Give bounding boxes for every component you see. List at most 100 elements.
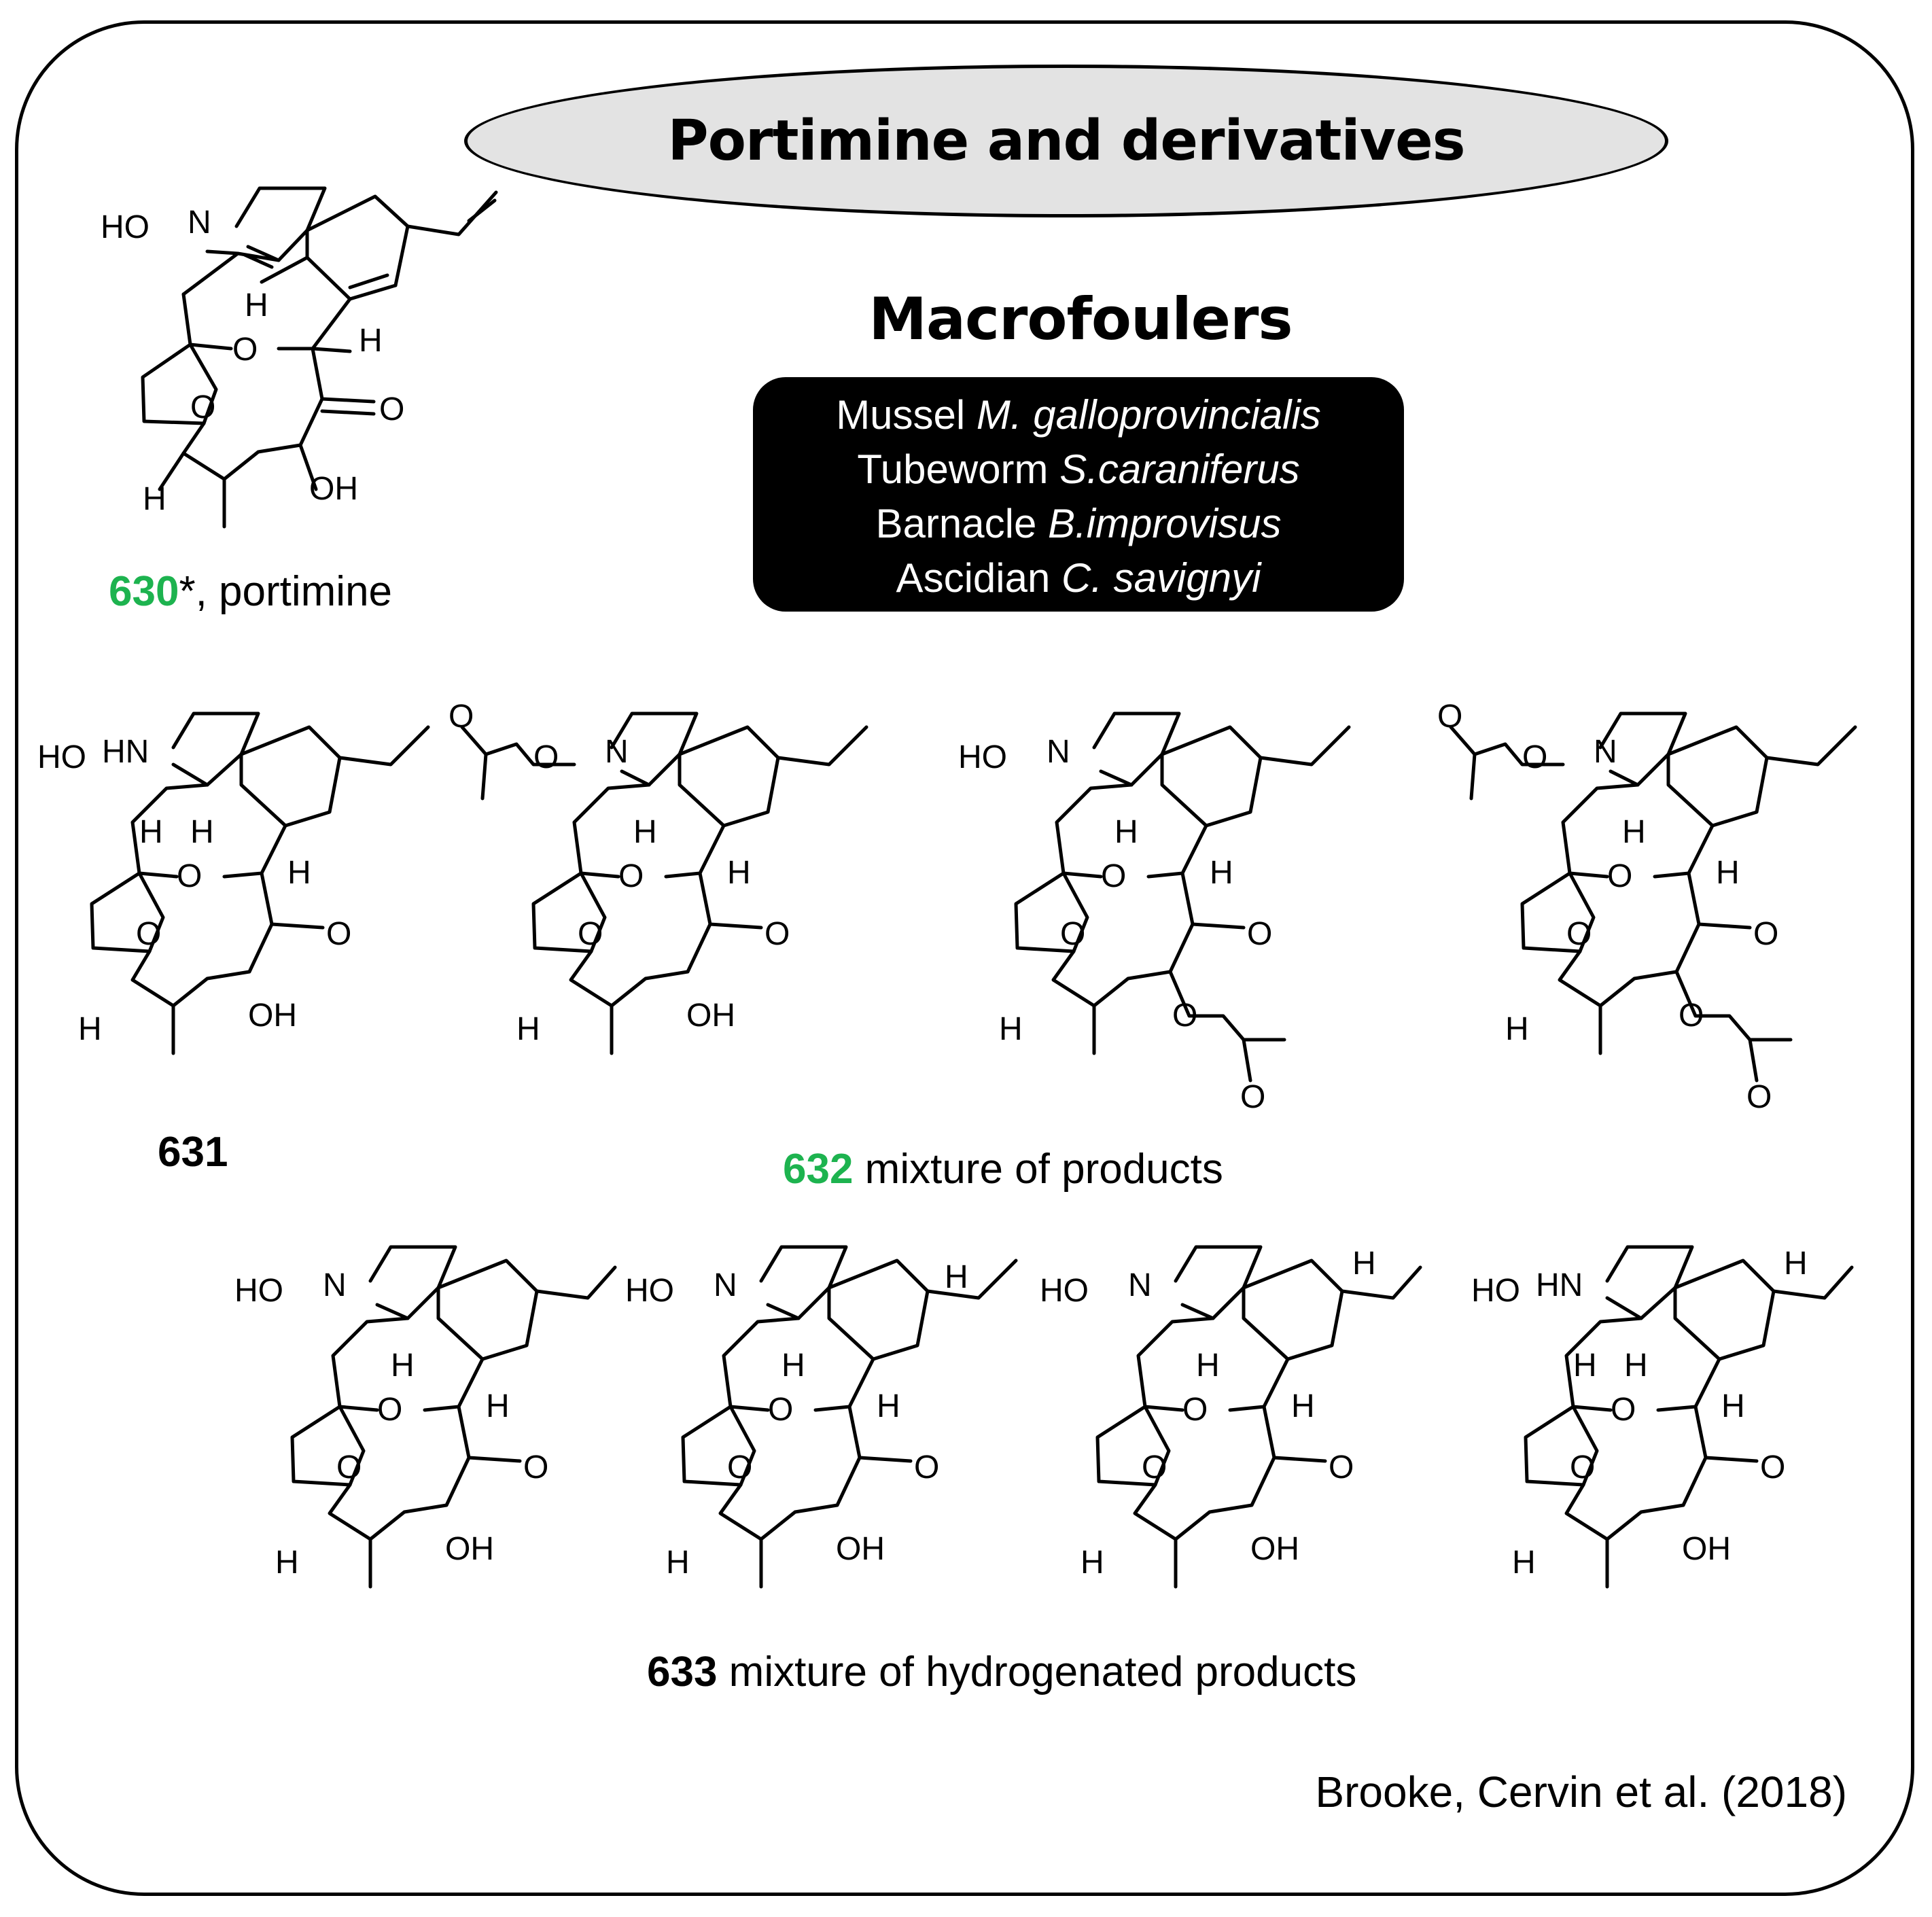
bond [1605, 1296, 1643, 1320]
bond [531, 783, 651, 953]
bond [368, 1245, 457, 1290]
bond [1174, 1245, 1263, 1290]
atom-label: H [1196, 1348, 1220, 1384]
bond [610, 711, 699, 756]
bond [181, 251, 240, 296]
bond [1061, 871, 1103, 879]
bond [1168, 970, 1286, 1042]
bond [222, 824, 287, 879]
atom-label: O [768, 1392, 793, 1428]
bond [480, 752, 488, 801]
atom-label: O [326, 916, 351, 952]
atom-label: HO [1040, 1273, 1089, 1309]
bond [678, 725, 780, 828]
atom-label: O [336, 1449, 362, 1485]
atom-label: O [1437, 699, 1462, 735]
bond [311, 347, 324, 401]
label-632: 632 mixture of products [783, 1146, 1223, 1193]
bond [305, 194, 410, 232]
bond [1160, 725, 1263, 828]
structure-632c: O O N H O H O O H O O [1437, 699, 1857, 1115]
atom-label: H [999, 1011, 1023, 1047]
atom-label: H [287, 855, 311, 891]
atom-label: H [666, 1545, 690, 1581]
bond [926, 1259, 1018, 1300]
atom-label: HO [101, 209, 150, 245]
bond [436, 1259, 539, 1361]
structure-630: HO N H O H O O H OH [101, 186, 498, 529]
bond [298, 443, 318, 491]
structure-633a: HO N H O H O O H OH [234, 1245, 617, 1589]
bond [467, 198, 497, 223]
bond [858, 1456, 913, 1463]
atom-label: H [877, 1388, 900, 1424]
atom-label: H [245, 287, 268, 323]
bond [1748, 1038, 1759, 1083]
atom-label: H [781, 1348, 805, 1384]
bond [796, 1286, 831, 1320]
atom-label: H [1512, 1545, 1536, 1581]
bond [1014, 783, 1134, 953]
bond [1180, 1303, 1215, 1320]
bond [1673, 1259, 1776, 1361]
atom-label: O [618, 858, 644, 894]
bond [205, 752, 243, 787]
atom-label: N [188, 205, 211, 241]
macrofoulers-heading: Macrofoulers [868, 285, 1293, 353]
bond [1242, 1259, 1344, 1361]
bond [1146, 824, 1208, 879]
atom-label: H [1352, 1246, 1376, 1282]
atom-label: H [143, 481, 166, 517]
bond [234, 186, 327, 232]
atom-label: H [190, 814, 214, 850]
bond [1099, 769, 1134, 787]
bond [1605, 1245, 1694, 1290]
atom-label: H [727, 855, 751, 891]
atom-label: O [1760, 1449, 1785, 1485]
atom-label: H [1624, 1348, 1648, 1384]
bond [90, 783, 209, 953]
bond [1639, 1286, 1677, 1320]
bond [1653, 824, 1715, 879]
atom-label: O [765, 916, 790, 952]
atom-label: O [1240, 1079, 1265, 1115]
atom-label: O [136, 916, 161, 952]
atom-label: OH [686, 998, 735, 1034]
bond [827, 1259, 930, 1361]
bond [467, 1456, 522, 1463]
atom-label: HO [958, 739, 1007, 775]
bond [1143, 1405, 1184, 1412]
label-631: 631 [158, 1129, 228, 1176]
bond [1259, 725, 1351, 767]
atom-label: O [1142, 1449, 1167, 1485]
atom-label: O [1679, 998, 1704, 1034]
bond [1095, 1316, 1215, 1487]
atom-label: N [714, 1267, 737, 1303]
bond [158, 451, 186, 491]
title-banner: Portimine and derivatives [464, 65, 1668, 217]
bond [1242, 1038, 1252, 1083]
atom-label: O [1611, 1392, 1636, 1428]
atom-label: O [1522, 739, 1547, 775]
atom-label: O [533, 739, 559, 775]
atom-label: H [1505, 1011, 1529, 1047]
atom-label: OH [309, 471, 358, 507]
atom-label: N [323, 1267, 347, 1303]
bond [188, 342, 233, 351]
atom-label: O [1060, 916, 1085, 952]
atom-label: H [78, 1011, 102, 1047]
atom-label: O [914, 1449, 939, 1485]
structure-632a: O O N H O H O O H OH [449, 699, 868, 1055]
atom-label: HN [1536, 1267, 1583, 1303]
bond [1636, 752, 1670, 787]
structure-631: HO HN H H O H O O H OH [37, 711, 430, 1055]
atom-label: O [1247, 916, 1272, 952]
bond [320, 409, 376, 416]
bond [664, 824, 726, 879]
bond [1765, 725, 1857, 767]
atom-label: N [605, 734, 629, 770]
bond [181, 292, 192, 347]
atom-label: O [1746, 1079, 1772, 1115]
atom-label: H [275, 1545, 299, 1581]
bond [1772, 1265, 1854, 1300]
